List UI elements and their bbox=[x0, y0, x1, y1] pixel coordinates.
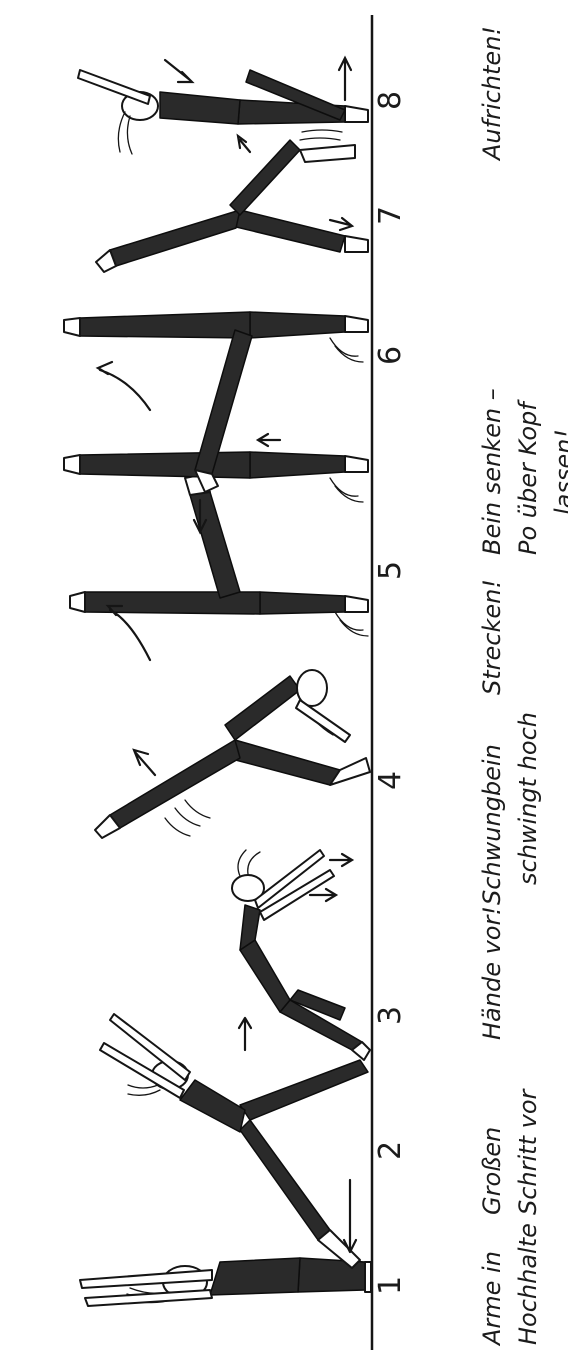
step-number-3: 3 bbox=[373, 1006, 408, 1025]
caption-step-6: Bein senken – Po über Kopf lassen! bbox=[478, 388, 568, 555]
step-number-5: 5 bbox=[373, 561, 408, 580]
caption-step-2-line1: Großen bbox=[478, 1127, 506, 1215]
step-numbers: 1 2 3 4 5 6 7 8 bbox=[373, 91, 408, 1295]
step-number-2: 2 bbox=[373, 1141, 408, 1160]
caption-step-3-line1: Hände vor! bbox=[478, 906, 506, 1040]
caption-step-5: Strecken! bbox=[478, 579, 506, 695]
step-number-1: 1 bbox=[373, 1276, 408, 1295]
caption-step-5-line1: Strecken! bbox=[478, 579, 506, 695]
step-number-8: 8 bbox=[373, 91, 408, 110]
caption-step-1-line2: Hochhalte bbox=[514, 1223, 542, 1345]
caption-step-2: Großen Schritt vor bbox=[478, 1087, 542, 1215]
caption-step-1-line1: Arme in bbox=[478, 1251, 506, 1347]
caption-step-6-line2: Po über Kopf bbox=[514, 399, 542, 555]
gymnast-figure-4 bbox=[95, 670, 370, 838]
caption-step-4-line2: schwingt hoch bbox=[514, 712, 542, 885]
step-number-6: 6 bbox=[373, 346, 408, 365]
gymnast-figure-2 bbox=[100, 1014, 368, 1268]
step-captions: Arme in Hochhalte Großen Schritt vor Hän… bbox=[478, 26, 568, 1347]
gymnast-figure-3 bbox=[232, 850, 370, 1060]
step-number-4: 4 bbox=[373, 771, 408, 790]
caption-step-6-line1: Bein senken – bbox=[478, 388, 506, 555]
gymnast-figure-8 bbox=[78, 58, 368, 154]
caption-step-1: Arme in Hochhalte bbox=[478, 1223, 542, 1347]
gymnast-figure-1 bbox=[80, 1258, 371, 1306]
caption-step-4: Schwungbein schwingt hoch bbox=[478, 712, 542, 905]
gymnast-figure-5a bbox=[70, 475, 368, 660]
gymnast-figure-7 bbox=[96, 130, 368, 272]
caption-step-6-line3: lassen! bbox=[550, 429, 568, 515]
caption-step-2-line2: Schritt vor bbox=[514, 1087, 542, 1215]
caption-step-4-line1: Schwungbein bbox=[478, 744, 506, 905]
step-number-7: 7 bbox=[373, 206, 408, 225]
caption-step-8-line1: Aufrichten! bbox=[478, 26, 506, 162]
caption-step-8: Aufrichten! bbox=[478, 26, 506, 162]
caption-step-3: Hände vor! bbox=[478, 906, 506, 1040]
